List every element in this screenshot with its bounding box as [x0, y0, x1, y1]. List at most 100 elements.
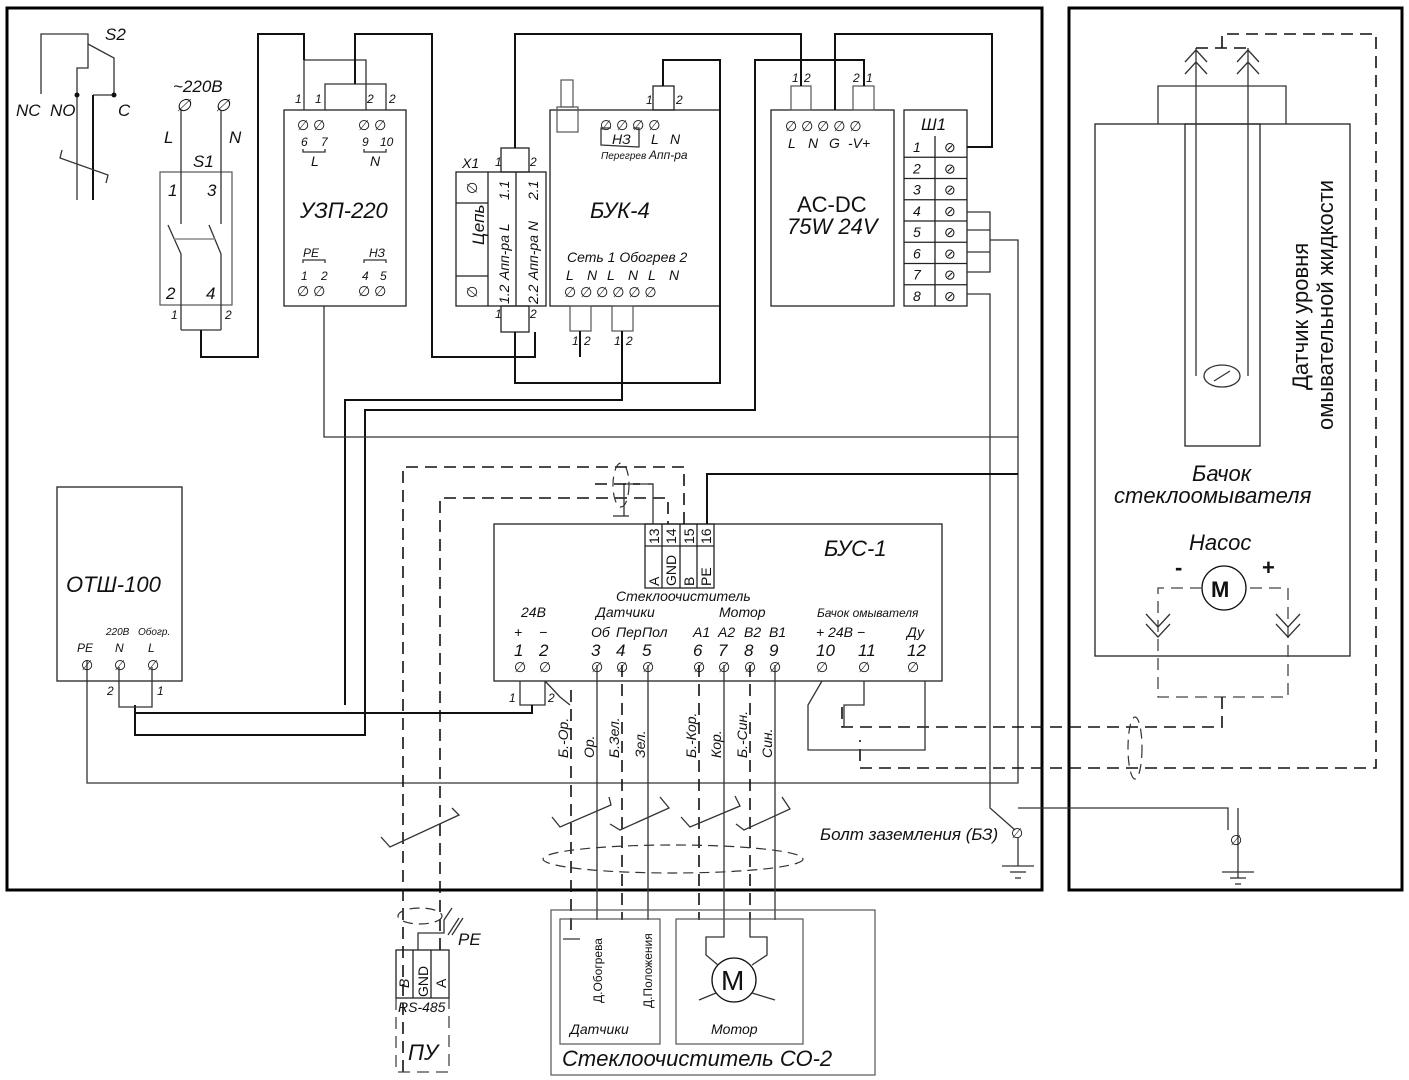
power-wiring	[86, 33, 1229, 831]
acdc-psu: AC-DC 75W 24V 1 2 2 1 ∅ ∅ ∅ ∅ ∅ L N G -V…	[770, 71, 895, 307]
wiper-co2: Д.Обогрева Д.Положения Датчики Мотор M С…	[550, 909, 876, 1076]
supply-n-label: N	[229, 128, 242, 147]
svg-text:∅ ∅ ∅ ∅ ∅ ∅: ∅ ∅ ∅ ∅ ∅ ∅	[564, 284, 657, 300]
svg-text:∅: ∅	[176, 96, 192, 115]
wire-color-label: Зел.	[632, 730, 648, 758]
acdc-term: G	[829, 135, 840, 151]
otsh-heat-label: Обогр.	[138, 626, 170, 638]
wire-color-label: Б.-Син.	[734, 711, 750, 758]
bus-pin-name: Пер	[616, 624, 642, 640]
bus-pin-name: Пол	[642, 624, 668, 640]
bus-wire: 1	[509, 691, 516, 705]
uzp-nz-label: НЗ	[369, 246, 386, 260]
sh1-screw-icon: ⊘	[944, 245, 956, 261]
tank-label-1: Бачок	[1192, 461, 1253, 486]
svg-text:∅: ∅	[81, 657, 93, 673]
bus-pin-name: A2	[717, 624, 735, 640]
buk-title: БУК-4	[590, 198, 650, 223]
s1-terminal-4: 4	[206, 284, 215, 303]
svg-text:∅ ∅: ∅ ∅	[358, 283, 386, 299]
co2-motor-title: Мотор	[711, 1021, 758, 1037]
svg-text:∅: ∅	[464, 286, 480, 298]
buk-nz-label: НЗ	[612, 131, 631, 147]
otsh-wire: 1	[157, 684, 164, 698]
sh1-row-number: 3	[913, 182, 921, 198]
acdc-term: L	[788, 135, 796, 151]
sh1-row-number: 7	[913, 267, 922, 283]
uzp-wire: 1	[315, 92, 322, 106]
terminal-x1: X1 1 2 1 2 Цепь Апп-ра L Апп-ра N 1.1 2.…	[455, 147, 547, 333]
sh1-row-number: 6	[913, 245, 921, 261]
acdc-title-2: 75W 24V	[787, 214, 880, 239]
otsh-wire: 2	[106, 684, 114, 698]
pu-pin-gnd: GND	[415, 966, 431, 997]
s2-no-label: NO	[50, 101, 76, 120]
sensor-heat-label: Д.Обогрева	[591, 938, 605, 1003]
bus-title: БУС-1	[824, 536, 887, 561]
rs485-wiring	[402, 462, 1018, 1072]
bus-pin-number: 1	[514, 641, 523, 660]
pu-pin-a: A	[433, 978, 449, 988]
bus-wiper-label: Стеклоочиститель	[616, 588, 751, 604]
wire-color-label: Син.	[759, 729, 775, 759]
uzp-term: 9	[362, 135, 369, 149]
sh1-screw-icon: ⊘	[944, 224, 956, 240]
bus-pin-screw-icon: ∅	[514, 659, 526, 675]
tank-frame	[1067, 6, 1404, 892]
svg-text:∅: ∅	[1011, 825, 1023, 841]
bus-pin-number: 10	[816, 641, 835, 660]
sh1-screw-icon: ⊘	[944, 182, 956, 198]
buk-term: N	[587, 267, 598, 283]
sh1-screw-icon: ⊘	[944, 139, 956, 155]
uzp-wire: 2	[388, 92, 396, 106]
rs-terminal-number: 16	[698, 528, 714, 544]
buk-term: L	[566, 267, 574, 283]
bus-pin-screw-icon: ∅	[539, 659, 551, 675]
bus-pin-name: Об	[591, 624, 611, 640]
bus-tank-label: Бачок омывателя	[817, 606, 919, 620]
bus-pin-number: 3	[591, 641, 601, 660]
bus-pin-number: 5	[642, 641, 652, 660]
x1-l-label: Апп-ра L	[496, 223, 512, 281]
x1-wire: 1	[495, 155, 502, 169]
s1-terminal-3: 3	[207, 181, 217, 200]
svg-text:∅: ∅	[464, 182, 480, 194]
bus-pin-name: Ду	[905, 624, 925, 640]
acdc-term: N	[808, 135, 819, 151]
buk-wire: 1	[646, 93, 653, 107]
buk-term: L	[648, 267, 656, 283]
supply-label: ~220В	[173, 77, 223, 96]
breaker-s1: S1 1 3 2 4 1 2	[159, 110, 233, 331]
otsh-l-label: L	[148, 641, 155, 655]
otsh-n-label: N	[115, 641, 124, 655]
pump-plus: +	[1262, 555, 1275, 580]
buk-term: L	[607, 267, 615, 283]
co2-sensors-title: Датчики	[568, 1021, 629, 1037]
acdc-wire: 1	[866, 71, 873, 85]
rs-terminal-name: GND	[663, 555, 679, 586]
pump-minus: -	[1175, 555, 1182, 580]
pu-pin-b: B	[396, 979, 412, 988]
buk-l-label: L	[651, 131, 659, 147]
buk-wire: 2	[675, 93, 683, 107]
bus-pin-number: 7	[718, 641, 728, 660]
s1-label: S1	[193, 152, 214, 171]
svg-text:∅: ∅	[147, 657, 159, 673]
s1-terminal-1: 1	[168, 181, 177, 200]
buk-term: N	[628, 267, 639, 283]
buk-out: 2	[583, 334, 591, 348]
pu-title: ПУ	[408, 1040, 440, 1065]
bus-pin-screw-icon: ∅	[858, 659, 870, 675]
otsh-title: ОТШ-100	[66, 572, 162, 597]
s1-terminal-2: 2	[165, 284, 176, 303]
washer-tank: Датчик уровня омывательной жидкости Бачо…	[841, 33, 1377, 885]
switch-s2: S2 NC NO C	[16, 25, 131, 200]
svg-text:∅ ∅ ∅ ∅: ∅ ∅ ∅ ∅	[600, 117, 660, 133]
control-panel-pu: PE B GND A RS-485 ПУ	[395, 907, 481, 1073]
pump-motor-letter: M	[1211, 577, 1229, 602]
pu-rs485-label: RS-485	[398, 999, 446, 1015]
x1-n-label: Апп-ра N	[525, 220, 541, 281]
terminal-block-sh1: Ш1 1⊘2⊘3⊘4⊘5⊘6⊘7⊘8⊘	[903, 109, 968, 307]
buk-term: N	[669, 267, 680, 283]
